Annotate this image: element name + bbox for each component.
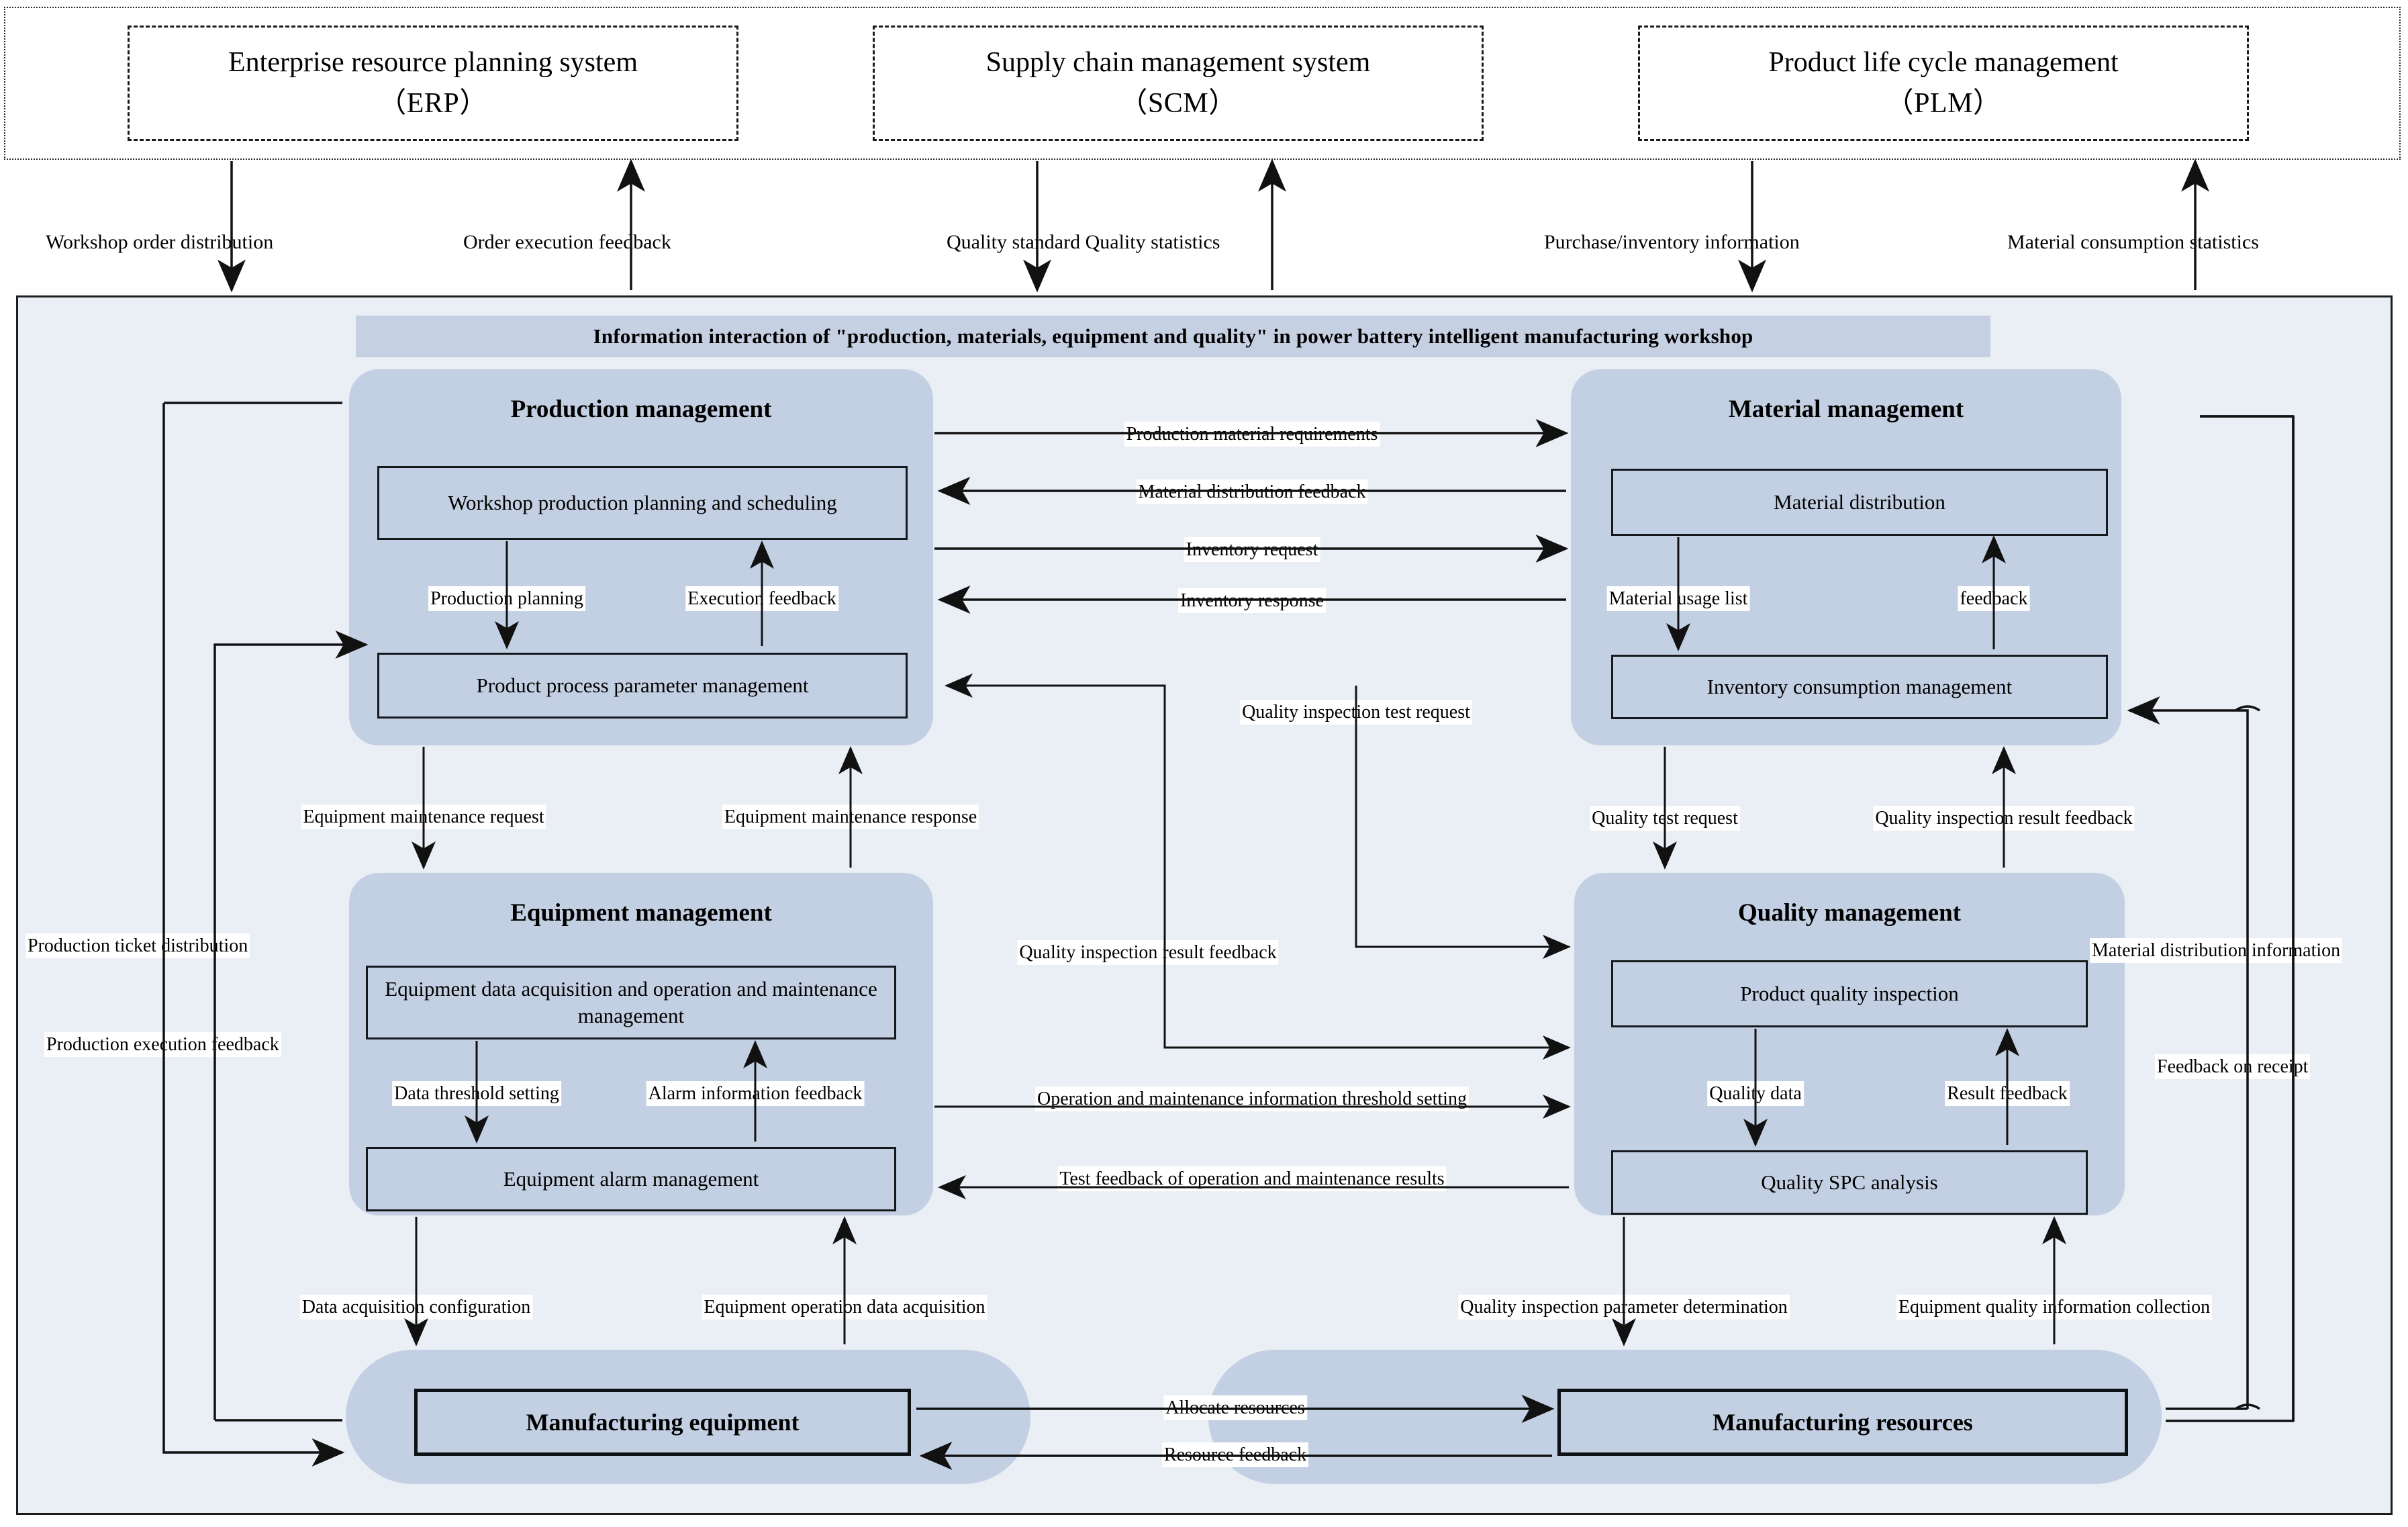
label-quality-inspection-result-feedback-left: Quality inspection result feedback [1017,940,1279,966]
manufacturing-equipment-box[interactable]: Manufacturing equipment [414,1389,911,1456]
external-system-scm[interactable]: Supply chain management system （SCM） [873,26,1484,141]
label-material-usage-list: Material usage list [1606,586,1750,612]
label-result-feedback: Result feedback [1945,1081,2070,1107]
label-quality-inspection-test-request: Quality inspection test request [1240,700,1472,725]
material-distribution-box[interactable]: Material distribution [1611,469,2108,536]
material-management-title: Material management [1728,396,1964,423]
label-material-feedback: feedback [1958,586,2030,612]
inventory-consumption-box[interactable]: Inventory consumption management [1611,655,2108,719]
label-test-feedback-operation-maintenance: Test feedback of operation and maintenan… [1057,1166,1447,1192]
label-alarm-information-feedback: Alarm information feedback [646,1081,865,1107]
external-system-erp[interactable]: Enterprise resource planning system （ERP… [128,26,738,141]
scm-label-line2: （SCM） [1119,88,1237,119]
equipment-data-acquisition-box[interactable]: Equipment data acquisition and operation… [366,966,896,1039]
quality-spc-analysis-box[interactable]: Quality SPC analysis [1611,1150,2088,1215]
label-quality-data: Quality data [1707,1081,1804,1107]
label-quality-inspection-parameter-determination: Quality inspection parameter determinati… [1458,1295,1790,1320]
label-production-ticket-distribution: Production ticket distribution [26,933,250,959]
label-quality-test-request: Quality test request [1590,806,1740,831]
external-label-quality-standard-statistics: Quality standard Quality statistics [947,231,1220,253]
label-quality-inspection-result-feedback-right: Quality inspection result feedback [1873,806,2135,831]
quality-management-title: Quality management [1738,899,1961,927]
plm-label-line1: Product life cycle management [1768,47,2119,79]
external-label-workshop-order-distribution: Workshop order distribution [46,231,274,253]
label-operation-maintenance-threshold-setting: Operation and maintenance information th… [1035,1086,1469,1112]
production-management-title: Production management [510,396,772,423]
label-resource-feedback: Resource feedback [1161,1442,1309,1468]
label-equipment-quality-information-collection: Equipment quality information collection [1896,1295,2213,1320]
product-quality-inspection-box[interactable]: Product quality inspection [1611,960,2088,1027]
label-equipment-maintenance-request: Equipment maintenance request [301,804,546,830]
label-allocate-resources: Allocate resources [1163,1395,1307,1421]
plm-label-line2: （PLM） [1885,88,2002,119]
label-data-acquisition-configuration: Data acquisition configuration [299,1295,533,1320]
label-inventory-request: Inventory request [1184,537,1320,563]
equipment-management-title: Equipment management [510,899,772,927]
label-production-planning: Production planning [428,586,585,612]
workshop-production-planning-box[interactable]: Workshop production planning and schedul… [377,466,908,540]
equipment-alarm-management-box[interactable]: Equipment alarm management [366,1147,896,1211]
label-production-material-requirements: Production material requirements [1124,422,1380,447]
label-execution-feedback: Execution feedback [685,586,838,612]
manufacturing-resources-box[interactable]: Manufacturing resources [1557,1389,2128,1456]
label-material-distribution-feedback: Material distribution feedback [1136,479,1368,505]
label-material-distribution-information: Material distribution information [2090,938,2343,964]
label-feedback-on-receipt: Feedback on receipt [2155,1054,2311,1080]
label-production-execution-feedback: Production execution feedback [44,1032,281,1058]
external-label-purchase-inventory-information: Purchase/inventory information [1544,231,1800,253]
erp-label-line2: （ERP） [378,88,488,119]
label-inventory-response: Inventory response [1178,588,1326,614]
label-data-threshold-setting: Data threshold setting [392,1081,561,1107]
label-equipment-operation-data-acquisition: Equipment operation data acquisition [702,1295,988,1320]
external-label-material-consumption-statistics: Material consumption statistics [2007,231,2259,253]
erp-label-line1: Enterprise resource planning system [228,47,638,79]
external-system-plm[interactable]: Product life cycle management （PLM） [1638,26,2249,141]
scm-label-line1: Supply chain management system [985,47,1371,79]
workshop-title: Information interaction of "production, … [356,316,1990,357]
product-process-parameter-box[interactable]: Product process parameter management [377,653,908,719]
label-equipment-maintenance-response: Equipment maintenance response [722,804,979,830]
external-label-order-execution-feedback: Order execution feedback [463,231,671,253]
